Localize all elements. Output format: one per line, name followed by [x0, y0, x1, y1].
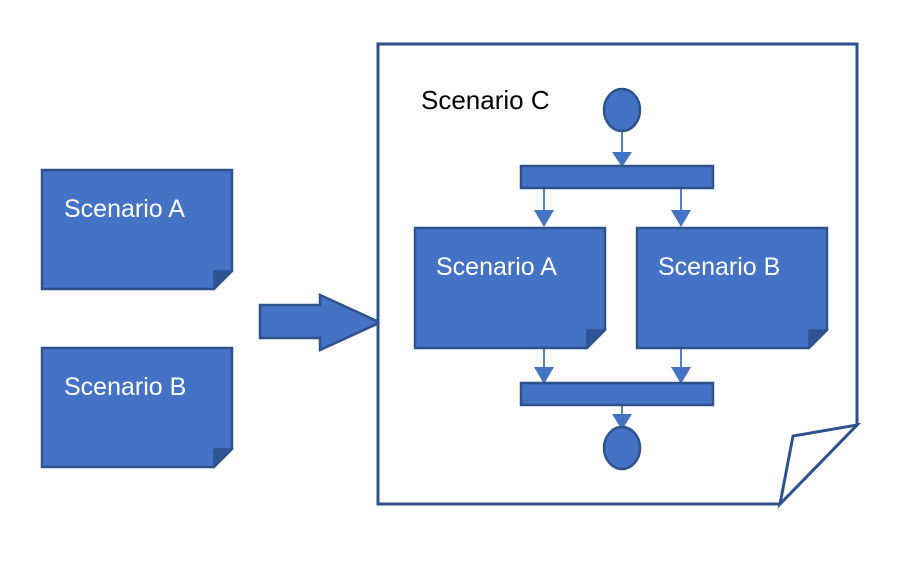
connector-start-to-fork — [612, 131, 632, 167]
fork-bar[interactable] — [519, 164, 715, 190]
document-dogear-fold — [213, 270, 234, 291]
connector-join-to-end — [612, 405, 632, 430]
source-shape-scenario-b[interactable] — [40, 346, 234, 469]
end-node-ellipse[interactable] — [602, 425, 642, 471]
document-dogear-fold — [213, 448, 234, 469]
connector-group — [534, 131, 691, 430]
source-shape-scenario-a[interactable] — [40, 168, 234, 291]
document-dogear-fold — [808, 329, 829, 350]
document-dogear-body — [413, 226, 607, 350]
container-page-fold — [777, 422, 862, 509]
connector-fork-to-scenario-a — [534, 188, 554, 227]
connector-scenario-a-to-join — [534, 348, 554, 384]
document-dogear-body — [635, 226, 829, 350]
inner-shape-scenario-b[interactable] — [635, 226, 829, 350]
container-title-scenario-c: Scenario C — [421, 85, 550, 115]
document-dogear-body — [40, 346, 234, 469]
join-bar[interactable] — [519, 381, 715, 407]
document-dogear-fold — [586, 329, 607, 350]
compose-arrow[interactable] — [258, 293, 384, 352]
connector-scenario-b-to-join — [671, 348, 691, 384]
inner-shape-scenario-a[interactable] — [413, 226, 607, 350]
scenario-c-container[interactable] — [376, 42, 862, 509]
document-dogear-body — [40, 168, 234, 291]
start-node-ellipse[interactable] — [602, 87, 642, 133]
right-arrow-icon — [258, 293, 384, 352]
connector-fork-to-scenario-b — [671, 188, 691, 227]
